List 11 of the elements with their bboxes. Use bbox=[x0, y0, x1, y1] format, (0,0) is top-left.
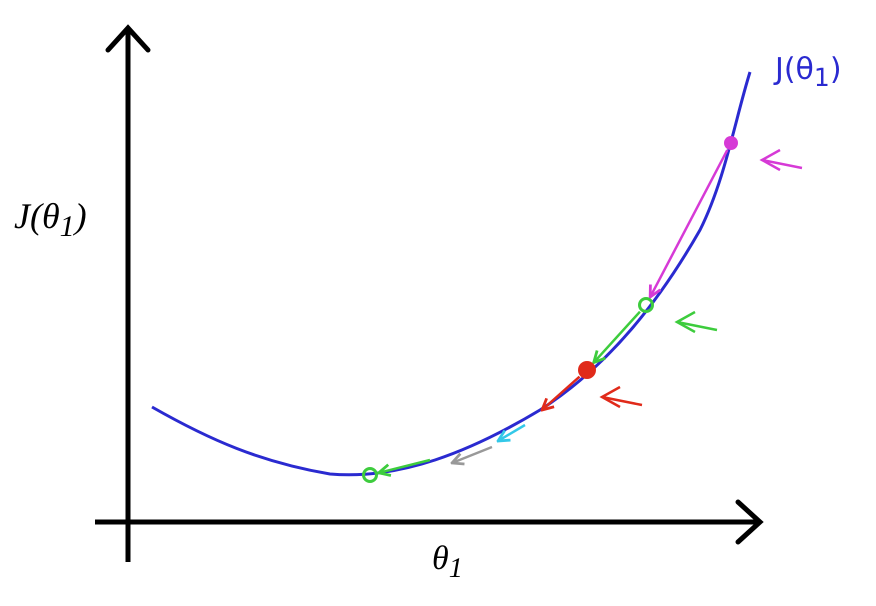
point-marker bbox=[362, 467, 378, 483]
arrow bbox=[592, 310, 641, 364]
curve-label: J(θ$_{1}$) bbox=[775, 55, 842, 90]
axis-label: J(θ$_{1}$) bbox=[14, 198, 87, 242]
arrow bbox=[540, 376, 580, 412]
arrow bbox=[377, 458, 430, 477]
point-marker bbox=[638, 297, 654, 313]
point-marker bbox=[724, 136, 738, 150]
axis-label: θ$_{1}$ bbox=[432, 542, 463, 584]
point-marker bbox=[578, 361, 596, 379]
arrow bbox=[648, 150, 728, 298]
